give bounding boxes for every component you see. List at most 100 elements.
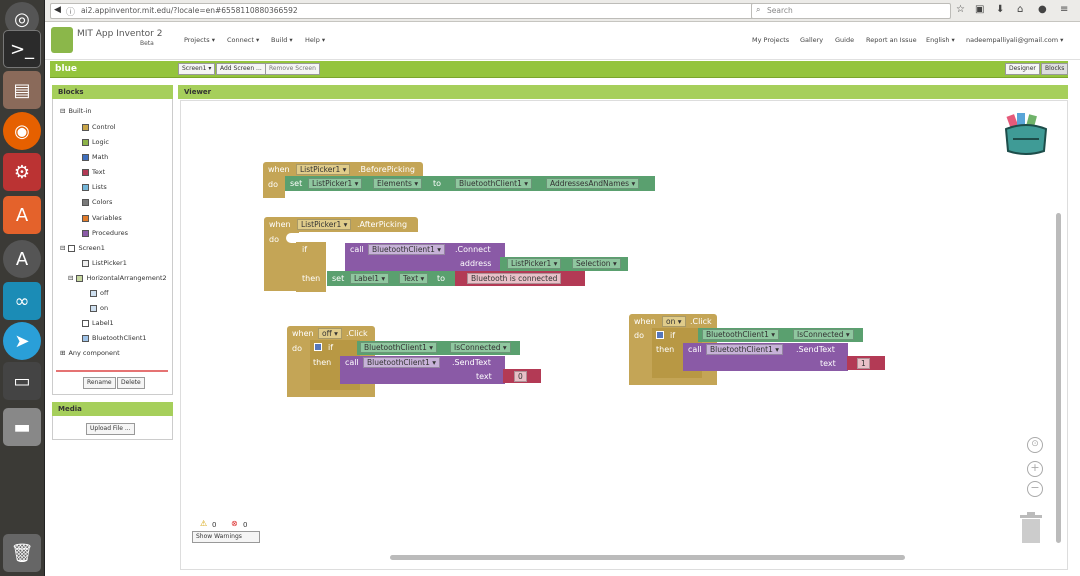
builtin-procedures[interactable]: Procedures [82, 229, 128, 237]
tree-component[interactable]: BluetoothClient1 [82, 334, 147, 342]
vertical-scrollbar[interactable] [1056, 213, 1061, 543]
add-screen-button[interactable]: Add Screen ... [216, 63, 266, 75]
info-icon[interactable]: ⓘ [66, 8, 76, 18]
expand-icon[interactable]: ⊞ [60, 349, 66, 357]
back-icon[interactable]: ◀ [54, 5, 61, 15]
zoom-out-icon[interactable]: − [1027, 481, 1043, 497]
builtin-control[interactable]: Control [82, 123, 116, 131]
zoom-in-icon[interactable]: + [1027, 461, 1043, 477]
call-component-dropdown[interactable]: BluetoothClient1 ▾ [368, 244, 446, 255]
app-inventor-logo-icon[interactable] [51, 27, 73, 53]
tree-any-component[interactable]: ⊞Any component [60, 349, 120, 357]
component-dropdown[interactable]: ListPicker1 ▾ [296, 164, 351, 175]
trash-icon[interactable]: 🗑 [3, 534, 41, 572]
text-string-value[interactable]: Bluetooth is connected [467, 273, 562, 284]
home-icon[interactable]: ⌂ [1017, 4, 1024, 15]
link-guide[interactable]: Guide [835, 36, 855, 44]
upload-file-button[interactable]: Upload File ... [86, 423, 135, 435]
delete-button[interactable]: Delete [117, 377, 145, 389]
kw-when: when [269, 220, 291, 229]
terminal-icon[interactable]: >_ [3, 30, 41, 68]
screen-select[interactable]: Screen1 ▾ [178, 63, 216, 75]
menu-language[interactable]: English ▾ [926, 36, 955, 44]
set-component-dropdown[interactable]: Label1 ▾ [350, 273, 390, 284]
collapse-icon[interactable]: ⊟ [60, 244, 66, 252]
drive-icon[interactable]: ▬ [3, 408, 41, 446]
mutator-gear-icon[interactable] [314, 343, 322, 351]
builtin-variables[interactable]: Variables [82, 214, 122, 222]
menu-help[interactable]: Help ▾ [305, 36, 326, 44]
link-gallery[interactable]: Gallery [800, 36, 824, 44]
link-my-projects[interactable]: My Projects [752, 36, 790, 44]
firefox-icon[interactable]: ◉ [3, 112, 41, 150]
mutator-gear-icon[interactable] [656, 331, 664, 339]
component-dropdown[interactable]: ListPicker1 ▾ [297, 219, 352, 230]
builtin-logic[interactable]: Logic [82, 138, 109, 146]
call-component-dropdown[interactable]: BluetoothClient1 ▾ [363, 357, 441, 368]
builtin-lists[interactable]: Lists [82, 183, 107, 191]
block-empty-slot [286, 233, 306, 243]
builtin-colors[interactable]: Colors [82, 198, 112, 206]
tree-component[interactable]: Label1 [82, 319, 114, 327]
if-property-dropdown[interactable]: IsConnected ▾ [450, 342, 511, 353]
set-property-dropdown[interactable]: Elements ▾ [373, 178, 423, 189]
rename-button[interactable]: Rename [83, 377, 116, 389]
collapse-icon[interactable]: ⊟ [60, 107, 66, 115]
trash-can-icon[interactable] [1019, 512, 1043, 544]
file-manager-icon[interactable]: ▤ [3, 71, 41, 109]
call-component-dropdown[interactable]: BluetoothClient1 ▾ [706, 344, 784, 355]
telegram-icon[interactable]: ➤ [3, 322, 41, 360]
hamburger-menu-icon[interactable]: ≡ [1060, 4, 1069, 15]
tree-component[interactable]: on [90, 304, 108, 312]
reading-list-icon[interactable]: ▣ [975, 4, 985, 15]
link-report-issue[interactable]: Report an Issue [866, 36, 917, 44]
menu-build[interactable]: Build ▾ [271, 36, 293, 44]
backpack-icon[interactable] [1003, 113, 1049, 155]
menu-projects[interactable]: Projects ▾ [184, 36, 215, 44]
if-property-dropdown[interactable]: IsConnected ▾ [793, 329, 854, 340]
designer-button[interactable]: Designer [1005, 63, 1040, 75]
address-property-dropdown[interactable]: Selection ▾ [572, 258, 621, 269]
tree-screen1[interactable]: ⊟Screen1 [60, 244, 105, 252]
menu-account[interactable]: nadeempalliyali@gmail.com ▾ [966, 36, 1064, 44]
if-component-dropdown[interactable]: BluetoothClient1 ▾ [702, 329, 780, 340]
builtin-math[interactable]: Math [82, 153, 108, 161]
horizontal-scrollbar[interactable] [390, 555, 905, 560]
set-property-dropdown[interactable]: Text ▾ [399, 273, 429, 284]
if-component-dropdown[interactable]: BluetoothClient1 ▾ [360, 342, 438, 353]
component-dropdown[interactable]: on ▾ [662, 316, 686, 327]
show-warnings-button[interactable]: Show Warnings [192, 531, 260, 543]
blocks-button[interactable]: Blocks [1041, 63, 1069, 75]
builtin-text[interactable]: Text [82, 168, 105, 176]
url-bar[interactable]: ◀ ⓘ ai2.appinventor.mit.edu/?locale=en#6… [50, 3, 795, 19]
search-input[interactable]: ⌕ Search [751, 3, 951, 19]
url-text[interactable]: ai2.appinventor.mit.edu/?locale=en#65581… [81, 6, 298, 15]
value-property-dropdown[interactable]: AddressesAndNames ▾ [546, 178, 640, 189]
remove-screen-button[interactable]: Remove Screen [265, 63, 320, 75]
value-component-dropdown[interactable]: BluetoothClient1 ▾ [455, 178, 533, 189]
collapse-icon[interactable]: ⊟ [68, 274, 74, 282]
settings-icon[interactable]: ⚙ [3, 153, 41, 191]
listpicker-icon [82, 259, 89, 267]
recenter-icon[interactable]: ⊙ [1027, 437, 1043, 453]
component-dropdown[interactable]: off ▾ [318, 328, 342, 339]
arduino-icon[interactable]: ∞ [3, 282, 41, 320]
address-component-dropdown[interactable]: ListPicker1 ▾ [507, 258, 562, 269]
tree-component[interactable]: ListPicker1 [82, 259, 127, 267]
workspace-icon[interactable]: ▭ [3, 362, 41, 400]
block-if-frame[interactable] [296, 242, 326, 292]
app-title[interactable]: MIT App Inventor 2 [77, 29, 163, 39]
text-string-value[interactable]: 1 [857, 358, 870, 369]
updater-icon[interactable]: A [3, 240, 41, 278]
kw-call: call [350, 245, 364, 254]
tree-builtin[interactable]: ⊟Built-in [60, 107, 91, 115]
menu-connect[interactable]: Connect ▾ [227, 36, 260, 44]
tree-component[interactable]: off [90, 289, 108, 297]
bookmark-star-icon[interactable]: ☆ [956, 4, 965, 15]
pocket-icon[interactable]: ● [1038, 4, 1047, 15]
text-string-value[interactable]: 0 [514, 371, 527, 382]
software-center-icon[interactable]: A [3, 196, 41, 234]
download-icon[interactable]: ⬇ [996, 4, 1005, 15]
tree-component[interactable]: ⊟HorizontalArrangement2 [68, 274, 167, 282]
set-component-dropdown[interactable]: ListPicker1 ▾ [308, 178, 363, 189]
